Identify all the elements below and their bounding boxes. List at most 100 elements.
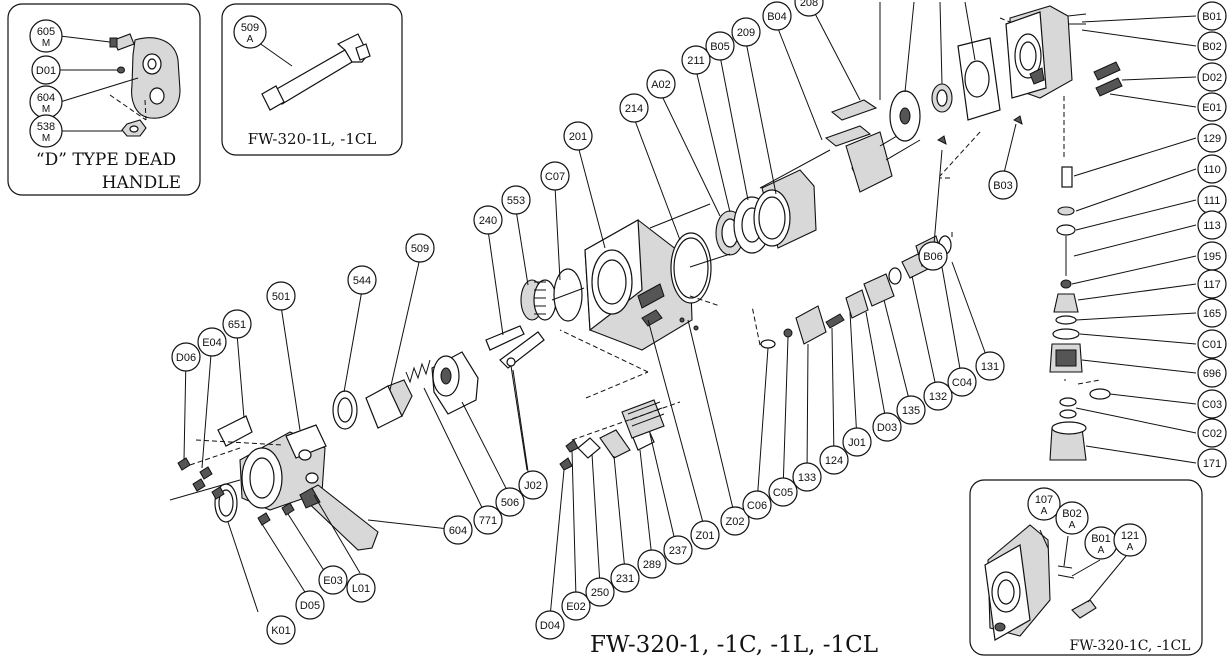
callout-circle [872,412,902,442]
svg-text:107: 107 [1035,494,1053,506]
callout-label: 131 [981,361,999,373]
svg-text:M: M [42,38,50,49]
callout-113: 113 [1197,210,1227,240]
callout-circle [1197,123,1227,153]
callout-211: 211 [681,45,711,75]
callout-131: 131 [975,351,1005,381]
callout-circle [501,185,531,215]
callout-label: 165 [1203,308,1221,320]
callout-506: 506 [495,487,525,517]
callout-D03: D03 [872,412,902,442]
callout-label: 117 [1203,279,1221,291]
callout-605M: 605 M [29,19,63,53]
callout-209: 209 [731,17,761,47]
callout-604M: 604 M [29,85,63,119]
callout-circle [1197,329,1227,359]
callout-240: 240 [473,205,503,235]
svg-text:A: A [1041,506,1048,517]
callout-circle [295,590,325,620]
callout-circle [1197,448,1227,478]
callout-circle [585,577,615,607]
callout-E03: E03 [318,565,348,595]
inset-d-handle: “D” TYPE DEAD HANDLE [7,3,201,196]
callout-label: 211 [687,55,705,67]
callout-Z01: Z01 [690,520,720,550]
callout-circle [705,31,735,61]
callout-553: 553 [501,185,531,215]
svg-text:A: A [1127,542,1134,553]
callout-label: 201 [569,131,587,143]
callout-117: 117 [1197,269,1227,299]
callout-C04: C04 [947,367,977,397]
callout-289: 289 [637,549,667,579]
callout-195: 195 [1197,241,1227,271]
inset-d-title-1: “D” TYPE DEAD [36,150,176,170]
callout-circle [619,93,649,123]
svg-text:B01: B01 [1091,533,1111,545]
callout-circle [690,520,720,550]
callout-circle [988,170,1018,200]
callout-111: 111 [1197,185,1227,215]
callout-B06: B06 [918,241,948,271]
callout-label: 208 [800,0,818,9]
callout-208: 208 [794,0,824,17]
callout-label: 171 [1203,458,1221,470]
callout-B03: B03 [988,170,1018,200]
callout-label: J01 [848,437,866,449]
callout-C02: C02 [1197,418,1227,448]
callout-circle [842,427,872,457]
callout-label: 113 [1203,220,1221,232]
callout-label: Z02 [726,516,745,528]
callout-135: 135 [896,395,926,425]
callout-circle [563,121,593,151]
callout-771: 771 [473,505,503,535]
callout-D01: D01 [31,55,61,85]
callout-circle [561,591,591,621]
inset-spindle: FW-320-1L, -1CL [221,3,403,156]
callout-circle [1197,358,1227,388]
callout-Z02: Z02 [720,506,750,536]
callout-label: C04 [952,377,972,389]
inset-housing-title: FW-320-1C, -1CL [1070,638,1191,654]
callout-circle [742,490,772,520]
callout-circle [347,265,377,295]
svg-text:121: 121 [1121,530,1139,542]
callout-label: B04 [767,11,787,23]
inset-spindle-callouts: 509 A [233,15,267,49]
callout-538M: 538 M [29,114,63,148]
callout-circle [975,351,1005,381]
callout-label: C02 [1202,428,1222,440]
callout-509A: 509 A [233,15,267,49]
callout-circle [1197,389,1227,419]
callout-label: E03 [323,575,343,587]
callout-D06: D06 [171,342,201,372]
callout-circle [443,515,473,545]
callout-696: 696 [1197,358,1227,388]
callout-circle [495,487,525,517]
callout-circle [731,17,761,47]
callout-label: D05 [300,600,320,612]
callout-circle [222,309,252,339]
callout-circle [637,549,667,579]
callout-label: 231 [616,573,634,585]
callout-107A: 107 A [1027,487,1061,521]
callout-237: 237 [663,535,693,565]
callout-circle [318,565,348,595]
callout-circle [794,0,824,17]
callout-circle [1197,62,1227,92]
callout-label: 696 [1203,368,1221,380]
callout-circle [1197,418,1227,448]
callout-label: B06 [923,251,943,263]
callouts: 208B04209B05211A02214201C075532405095445… [171,0,1227,645]
callout-label: 771 [479,515,497,527]
callout-label: 124 [825,455,843,467]
callout-circle [819,445,849,475]
callout-E01: E01 [1197,92,1227,122]
inset-d-title-2: HANDLE [102,173,181,193]
callout-label: C03 [1202,399,1222,411]
callout-label: 129 [1203,133,1221,145]
callout-label: 501 [272,291,290,303]
callout-circle [918,241,948,271]
callout-E04: E04 [197,327,227,357]
inset-housing-callouts: 107 A B02 A B01 A 121 A [1027,487,1147,560]
